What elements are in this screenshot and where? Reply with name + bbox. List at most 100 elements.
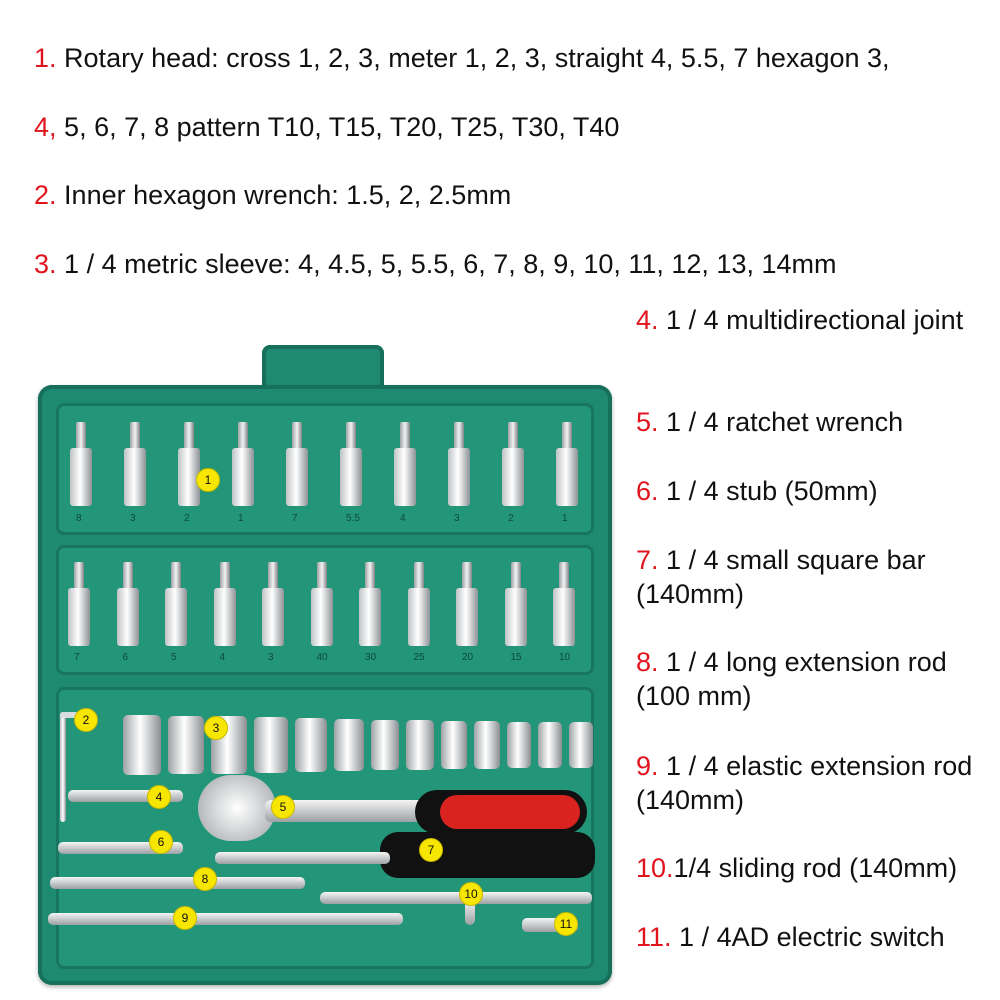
- bottom-row-bit-tip: [268, 562, 278, 592]
- item-6: 6. 1 / 4 stub (50mm): [636, 474, 986, 508]
- top-row-bit-tip: [184, 422, 194, 452]
- top-row-bit-holder: [502, 448, 524, 506]
- bottom-row-bit-holder: [213, 588, 236, 646]
- badge-5: 5: [271, 795, 295, 819]
- top-row-bit-size-label: 8: [76, 513, 82, 524]
- bottom-row-bit-holder: [116, 588, 139, 646]
- socket: [371, 720, 399, 770]
- top-row-bit-holder: [178, 448, 200, 506]
- top-row-bit-holder: [448, 448, 470, 506]
- top-row-bit-size-label: 3: [130, 513, 136, 524]
- bottom-row-bit-tip: [462, 562, 472, 592]
- item-4: 4. 1 / 4 multidirectional joint: [636, 303, 986, 337]
- bottom-row-bit-size-label: 15: [510, 652, 522, 663]
- badge-3: 3: [204, 716, 228, 740]
- bottom-row-bit-size-label: 6: [122, 652, 129, 663]
- item-text: 1 / 4 elastic extension rod (140mm): [636, 751, 973, 815]
- top-row-bit-tip: [292, 422, 302, 452]
- top-row-bit-tip: [346, 422, 356, 452]
- item-9: 9. 1 / 4 elastic extension rod (140mm): [636, 749, 986, 817]
- bottom-row-bit-holder: [407, 588, 430, 646]
- top-row-bit-size-label: 1: [562, 513, 568, 524]
- bottom-row-bit-tip: [365, 562, 375, 592]
- top-row-bit-tip: [454, 422, 464, 452]
- badge-9: 9: [173, 906, 197, 930]
- socket: [295, 718, 327, 772]
- spec-line-3: 2. Inner hexagon wrench: 1.5, 2, 2.5mm: [34, 179, 511, 211]
- badge-7: 7: [419, 838, 443, 862]
- bottom-row-bit-tip: [510, 562, 521, 592]
- item-number: 10.: [636, 853, 674, 883]
- spec-line-2: 4, 5, 6, 7, 8 pattern T10, T15, T20, T25…: [34, 111, 619, 143]
- bottom-row-bit-size-label: 3: [268, 652, 274, 663]
- item-number: 6.: [636, 476, 659, 506]
- item-text: 1 / 4 small square bar (140mm): [636, 545, 926, 609]
- ratchet-shaft: [265, 800, 425, 822]
- socket: [334, 719, 364, 771]
- elastic-extension-rod: [48, 913, 403, 925]
- sliding-t-bar: [465, 900, 475, 925]
- top-row-bit-holder: [340, 448, 362, 506]
- top-row-bit-tip: [238, 422, 248, 452]
- bottom-row-bit-holder: [310, 588, 333, 646]
- top-row-bit-tip: [562, 422, 572, 452]
- badge-4: 4: [147, 785, 171, 809]
- ratchet-head: [198, 775, 276, 841]
- square-bar-grip: [380, 832, 595, 878]
- bottom-row-bit-size-label: 7: [74, 652, 80, 663]
- socket: [406, 720, 434, 770]
- item-number: 5.: [636, 407, 659, 437]
- item-text: 1 / 4 long extension rod (100 mm): [636, 647, 947, 711]
- top-row-bit-size-label: 2: [508, 513, 514, 524]
- badge-10: 10: [459, 882, 483, 906]
- bottom-row-bit-size-label: 4: [219, 652, 226, 663]
- top-row-bit-size-label: 1: [238, 513, 244, 524]
- socket: [441, 721, 467, 769]
- top-row-bit-tip: [508, 422, 518, 452]
- item-7: 7. 1 / 4 small square bar (140mm): [636, 543, 986, 611]
- bottom-row-bit-tip: [74, 562, 84, 592]
- spec-text: Inner hexagon wrench: 1.5, 2, 2.5mm: [64, 180, 512, 210]
- top-row-bit-holder: [394, 448, 416, 506]
- top-row-bit-size-label: 4: [400, 513, 406, 524]
- item-text: 1 / 4 stub (50mm): [666, 476, 878, 506]
- socket: [474, 721, 500, 769]
- top-row-bit-holder: [70, 448, 92, 506]
- top-row-bit-size-label: 7: [292, 513, 298, 524]
- item-text: 1 / 4 ratchet wrench: [666, 407, 904, 437]
- top-row-bit-size-label: 5.5: [346, 513, 360, 524]
- top-row-bit-tip: [130, 422, 140, 452]
- spec-number: 4,: [34, 112, 57, 142]
- bottom-row-bit-holder: [456, 588, 478, 646]
- bottom-row-bit-size-label: 40: [316, 652, 328, 663]
- bottom-row-bit-tip: [316, 562, 327, 592]
- bottom-row-bit-size-label: 30: [365, 652, 377, 663]
- top-row-bit-holder: [556, 448, 578, 506]
- top-row-bit-size-label: 2: [184, 513, 190, 524]
- item-number: 11.: [636, 922, 672, 952]
- bottom-row-bit-tip: [413, 562, 424, 592]
- item-10: 10.1/4 sliding rod (140mm): [636, 851, 996, 885]
- sliding-rod: [320, 892, 592, 904]
- socket: [569, 722, 593, 768]
- spec-text: Rotary head: cross 1, 2, 3, meter 1, 2, …: [64, 43, 890, 73]
- top-row-bit-size-label: 3: [454, 513, 460, 524]
- item-number: 7.: [636, 545, 659, 575]
- badge-8: 8: [193, 867, 217, 891]
- socket: [123, 715, 161, 775]
- item-5: 5. 1 / 4 ratchet wrench: [636, 405, 986, 439]
- hex-wrench: [60, 712, 66, 822]
- bottom-row-bit-tip: [219, 562, 230, 592]
- bottom-row-bit-holder: [504, 588, 527, 646]
- bottom-row-bit-size-label: 20: [462, 652, 474, 663]
- bottom-row-bit-size-label: 10: [559, 652, 571, 663]
- bottom-row-bit-size-label: 5: [171, 652, 177, 663]
- square-bar-rod: [215, 852, 390, 864]
- bottom-row-bit-tip: [171, 562, 181, 592]
- socket: [507, 722, 531, 768]
- spec-number: 1.: [34, 43, 57, 73]
- top-row-bit-holder: [286, 448, 308, 506]
- bottom-row-bit-holder: [359, 588, 381, 646]
- socket: [254, 717, 288, 773]
- top-row-bit-holder: [124, 448, 146, 506]
